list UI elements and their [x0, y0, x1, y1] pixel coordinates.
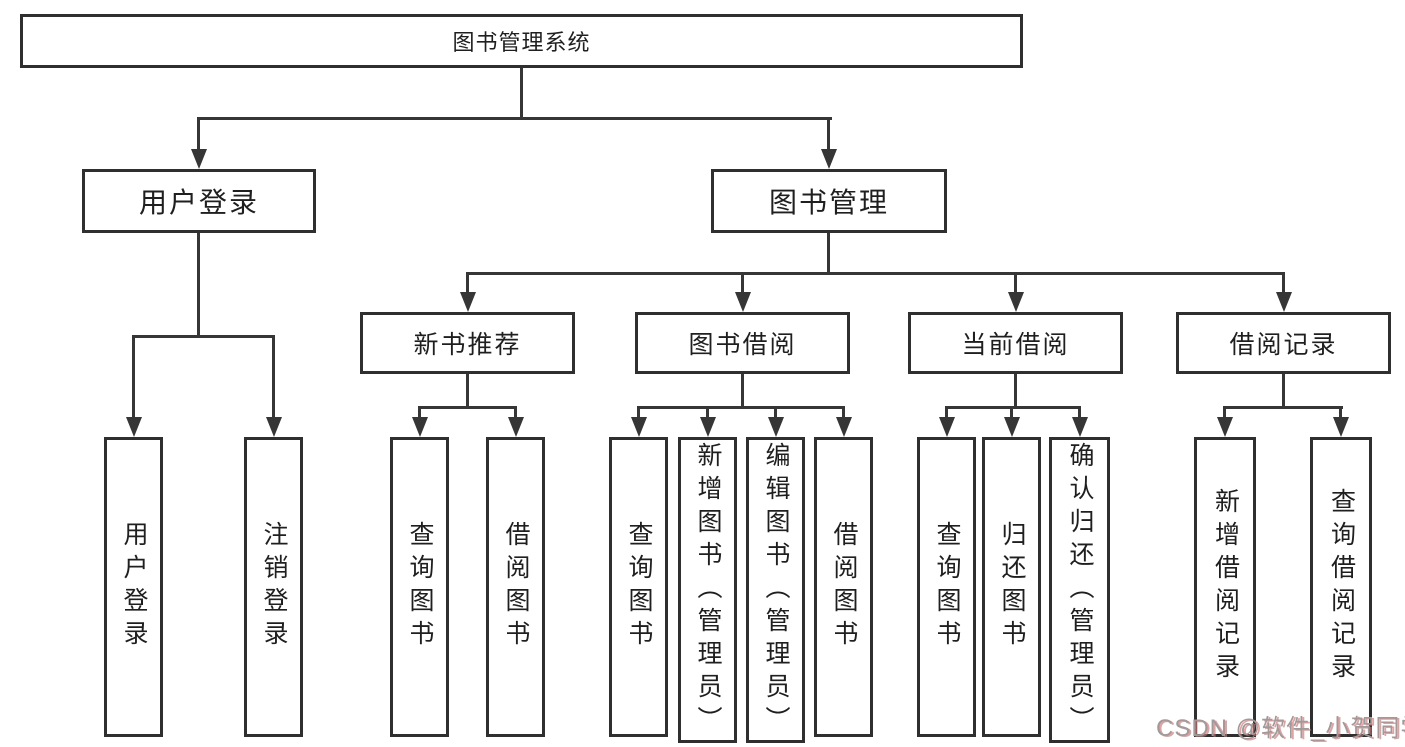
arrow-down-icon — [700, 417, 716, 437]
leaf-query-book-2-label: 查询图书 — [625, 521, 653, 653]
arrow-down-icon — [266, 417, 282, 437]
leaf-user-login-label: 用户登录 — [120, 521, 148, 653]
connector-bookmgmt-horizontal — [466, 272, 1285, 275]
connector-userlogin-horizontal — [132, 335, 274, 338]
connector-stem — [1078, 406, 1081, 419]
node-root-label: 图书管理系统 — [452, 30, 591, 55]
connector-stem — [1223, 406, 1226, 419]
arrow-down-icon — [836, 417, 852, 437]
node-book-management-label: 图书管理 — [768, 187, 889, 218]
connector-stem-book-management — [827, 117, 830, 151]
leaf-return-book-label: 归还图书 — [998, 521, 1026, 653]
connector-root-vertical — [520, 68, 523, 120]
arrow-down-icon — [1333, 417, 1349, 437]
connector-stem — [637, 406, 640, 419]
arrow-down-icon — [1008, 292, 1024, 312]
arrow-down-icon — [460, 292, 476, 312]
node-current-borrow-label: 当前借阅 — [961, 331, 1070, 359]
arrow-down-icon — [939, 417, 955, 437]
connector-newbook-vertical — [466, 374, 469, 408]
leaf-confirm-return-admin-label: 确认归还（管理员） — [1066, 441, 1094, 739]
arrow-down-icon — [412, 417, 428, 437]
arrow-down-icon — [1004, 417, 1020, 437]
arrow-down-icon — [735, 292, 751, 312]
leaf-user-login: 用户登录 — [104, 437, 163, 737]
leaf-query-book-2: 查询图书 — [609, 437, 668, 737]
arrow-down-icon — [191, 149, 207, 169]
node-book-borrow-label: 图书借阅 — [688, 331, 797, 359]
connector-stem-leaf-user-login — [132, 335, 135, 419]
node-user-login-label: 用户登录 — [138, 187, 259, 218]
connector-stem-new-book — [466, 272, 469, 294]
watermark: CSDN @软件_小贺同学 — [1156, 715, 1405, 742]
node-borrow-record-label: 借阅记录 — [1229, 331, 1338, 359]
node-book-management: 图书管理 — [711, 169, 947, 233]
connector-stem-leaf-logout — [272, 335, 275, 419]
leaf-borrow-book-2: 借阅图书 — [814, 437, 873, 737]
leaf-edit-book-admin: 编辑图书（管理员） — [746, 437, 805, 743]
leaf-add-book-admin: 新增图书（管理员） — [678, 437, 737, 743]
leaf-confirm-return-admin: 确认归还（管理员） — [1049, 437, 1110, 743]
leaf-query-book-1-label: 查询图书 — [406, 521, 434, 653]
leaf-borrow-book-1-label: 借阅图书 — [502, 521, 530, 653]
connector-stem — [842, 406, 845, 419]
node-borrow-record: 借阅记录 — [1176, 312, 1391, 374]
connector-newbook-horizontal — [418, 406, 517, 409]
node-user-login: 用户登录 — [82, 169, 316, 233]
connector-stem — [1339, 406, 1342, 419]
connector-stem-current-borrow — [1014, 272, 1017, 294]
connector-stem — [1010, 406, 1013, 419]
connector-stem-user-login — [197, 117, 200, 151]
leaf-query-borrow-record-label: 查询借阅记录 — [1327, 488, 1356, 686]
arrow-down-icon — [821, 149, 837, 169]
connector-userlogin-vertical — [197, 233, 200, 337]
leaf-query-book-3: 查询图书 — [917, 437, 976, 737]
leaf-logout-label: 注销登录 — [260, 521, 288, 653]
node-root: 图书管理系统 — [20, 14, 1023, 68]
connector-currentborrow-vertical — [1014, 374, 1017, 408]
connector-borrowrecord-vertical — [1282, 374, 1285, 408]
connector-bookborrow-horizontal — [637, 406, 845, 409]
leaf-add-borrow-record: 新增借阅记录 — [1194, 437, 1256, 737]
arrow-down-icon — [1217, 417, 1233, 437]
leaf-add-book-admin-label: 新增图书（管理员） — [694, 441, 722, 739]
connector-stem-borrow-record — [1282, 272, 1285, 294]
leaf-query-borrow-record: 查询借阅记录 — [1310, 437, 1372, 737]
arrow-down-icon — [768, 417, 784, 437]
leaf-logout: 注销登录 — [244, 437, 303, 737]
arrow-down-icon — [1276, 292, 1292, 312]
connector-stem — [945, 406, 948, 419]
connector-currentborrow-horizontal — [945, 406, 1081, 409]
leaf-borrow-book-2-label: 借阅图书 — [830, 521, 858, 653]
connector-stem — [514, 406, 517, 419]
leaf-add-borrow-record-label: 新增借阅记录 — [1211, 488, 1240, 686]
arrow-down-icon — [126, 417, 142, 437]
leaf-edit-book-admin-label: 编辑图书（管理员） — [762, 441, 790, 739]
node-book-borrow: 图书借阅 — [635, 312, 850, 374]
leaf-borrow-book-1: 借阅图书 — [486, 437, 545, 737]
connector-stem — [774, 406, 777, 419]
connector-bookborrow-vertical — [741, 374, 744, 408]
leaf-query-book-3-label: 查询图书 — [933, 521, 961, 653]
arrow-down-icon — [631, 417, 647, 437]
connector-bookmgmt-vertical — [827, 233, 830, 274]
connector-stem — [418, 406, 421, 419]
node-new-book-recommend: 新书推荐 — [360, 312, 575, 374]
leaf-return-book: 归还图书 — [982, 437, 1041, 737]
node-new-book-recommend-label: 新书推荐 — [413, 331, 522, 359]
connector-stem-book-borrow — [741, 272, 744, 294]
arrow-down-icon — [1072, 417, 1088, 437]
leaf-query-book-1: 查询图书 — [390, 437, 449, 737]
connector-borrowrecord-horizontal — [1223, 406, 1343, 409]
connector-stem — [706, 406, 709, 419]
arrow-down-icon — [508, 417, 524, 437]
node-current-borrow: 当前借阅 — [908, 312, 1123, 374]
connector-root-horizontal — [198, 117, 832, 120]
